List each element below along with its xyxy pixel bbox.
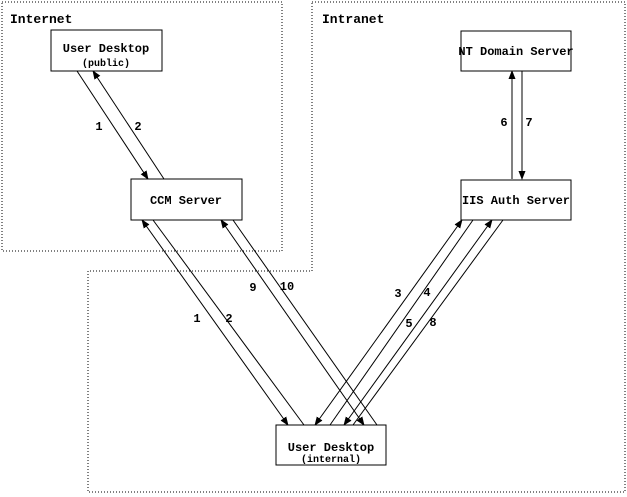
flow-label-5: 5 xyxy=(405,317,412,331)
node-user-desktop-internal-subtitle: (internal) xyxy=(301,454,361,466)
flow-line-1-public-desktop-to-ccm xyxy=(76,70,149,180)
flow-line-4-iis-internal-desktop xyxy=(329,219,474,426)
flow-label-7: 7 xyxy=(525,116,532,130)
intranet-zone-border xyxy=(87,1,626,493)
node-user-desktop-internal xyxy=(275,424,387,466)
node-user-desktop-internal-title: User Desktop xyxy=(288,441,374,455)
flow-line-5-internal-desktop-iis xyxy=(343,219,493,426)
node-nt-domain-server-title: NT Domain Server xyxy=(458,45,573,59)
flow-line-10-ccm-internal-desktop xyxy=(232,219,378,426)
flow-label-1-bottom: 1 xyxy=(193,312,200,326)
flow-line-9-internal-desktop-ccm xyxy=(220,219,365,426)
flow-label-10: 10 xyxy=(280,280,294,294)
node-ccm-server-title: CCM Server xyxy=(150,194,222,208)
intranet-zone-label: Intranet xyxy=(322,12,384,27)
flow-label-2-bottom: 2 xyxy=(225,312,232,326)
node-iis-auth-server xyxy=(460,179,572,221)
flow-label-6: 6 xyxy=(500,116,507,130)
node-user-desktop-public-subtitle: (public) xyxy=(82,58,130,70)
flow-label-4: 4 xyxy=(423,286,430,300)
node-user-desktop-public-title: User Desktop xyxy=(63,42,149,56)
flow-label-2-top: 2 xyxy=(134,120,141,134)
flow-label-8: 8 xyxy=(429,316,436,330)
node-iis-auth-server-title: IIS Auth Server xyxy=(462,194,570,208)
flow-label-1-top: 1 xyxy=(95,120,102,134)
internet-zone-label: Internet xyxy=(10,12,72,27)
flow-label-9: 9 xyxy=(249,281,256,295)
flow-line-3-internal-desktop-iis xyxy=(314,219,463,426)
node-user-desktop-public xyxy=(50,29,163,72)
flow-line-2-ccm-to-public-desktop xyxy=(92,70,165,180)
node-nt-domain-server xyxy=(460,30,572,72)
flow-line-1-internal-desktop-ccm xyxy=(141,219,289,426)
flow-line-8-iis-internal-desktop xyxy=(352,219,504,426)
flow-label-3: 3 xyxy=(394,287,401,301)
node-ccm-server xyxy=(130,178,243,221)
